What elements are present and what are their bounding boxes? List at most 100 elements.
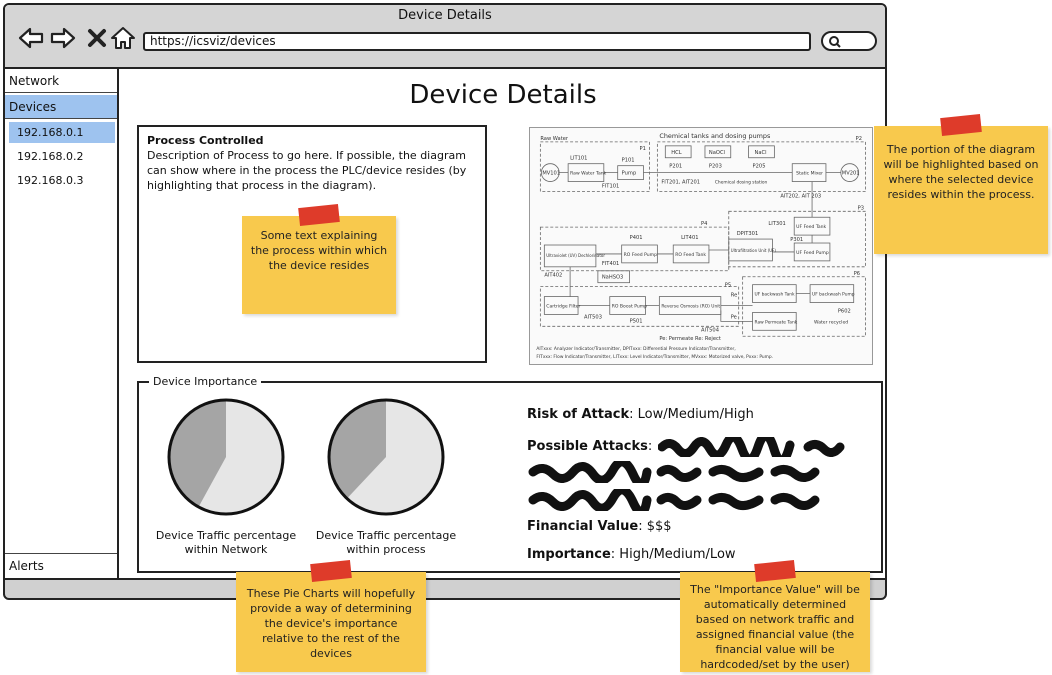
device-list-item[interactable]: 192.168.0.1 [9, 122, 115, 143]
note-text: These Pie Charts will hopefully provide … [246, 587, 416, 660]
diagram-label: P401 [630, 235, 643, 241]
process-panel: Process Controlled Description of Proces… [137, 125, 487, 363]
diagram-label: Chemical dosing station [715, 180, 768, 186]
importance-row: Importance: High/Medium/Low [527, 545, 867, 573]
note-text: The portion of the diagram will be highl… [883, 143, 1039, 201]
diagram-label: UF Feed Tank [796, 224, 826, 230]
tape [298, 203, 340, 227]
diagram-label: Static Mixer [796, 171, 823, 177]
diagram-label: Raw Water Tank [570, 171, 607, 177]
diagram-label: Pe [731, 314, 737, 320]
financial-value: : $$$ [638, 519, 672, 534]
diagram-label: P5 [725, 283, 731, 289]
diagram-label: Ultraviolet (UV) Dechlorinator [546, 253, 605, 258]
device-list-item[interactable]: 192.168.0.3 [17, 174, 84, 187]
diagram-label: P6 [854, 271, 860, 277]
financial-label: Financial Value [527, 519, 639, 534]
diagram-label: RO Feed Tank [675, 252, 706, 258]
pie-slice-share [168, 400, 226, 507]
sticky-note-importance: The "Importance Value" will be automatic… [680, 559, 870, 672]
diagram-label: P301 [790, 237, 803, 243]
tape [940, 113, 982, 137]
sidebar-item-network[interactable]: Network [5, 69, 117, 93]
browser-titlebar: Device Details https://icsviz/devices [5, 5, 885, 69]
browser-window: Device Details https://icsviz/devices Ne… [3, 3, 887, 599]
search-icon [829, 36, 841, 48]
note-text: The "Importance Value" will be automatic… [690, 583, 860, 671]
diagram-label: UF backwash Tank [755, 292, 795, 298]
diagram-label: P2 [856, 136, 862, 142]
diagram-label: FIT401 [602, 261, 619, 267]
device-importance-legend: Device Importance [149, 375, 262, 388]
diagram-label: Water recycled [814, 319, 848, 325]
redacted-scribble [528, 485, 820, 517]
redacted-scribble [658, 437, 845, 457]
diagram-label: P203 [709, 164, 722, 170]
diagram-label: AIT504 [701, 327, 719, 333]
diagram-label: P4 [701, 221, 707, 227]
diagram-label: LIT301 [768, 221, 785, 227]
forward-arrow-icon[interactable] [49, 24, 77, 52]
search-input[interactable] [821, 31, 877, 51]
diagram-label: Raw Water [540, 136, 569, 142]
network-traffic-pie [167, 398, 285, 516]
diagram-label: FIT201, AIT201 [661, 180, 700, 186]
diagram-legend: AITxxx: Analyzer Indicator/Transmitter, … [536, 346, 735, 352]
back-arrow-icon[interactable] [17, 24, 45, 52]
importance-label: Importance [527, 547, 611, 562]
sticky-note-diagram: The portion of the diagram will be highl… [874, 113, 1048, 254]
diagram-label: P101 [622, 158, 635, 164]
page-title: Device Details [409, 80, 597, 110]
diagram-label: HCL [671, 150, 681, 156]
diagram-label: P201 [669, 164, 682, 170]
diagram-label: NaOCl [709, 150, 725, 156]
diagram-label: P1 [640, 146, 646, 152]
diagram-label: UF backwash Pump [812, 292, 855, 298]
process-description: Description of Process to go here. If po… [147, 149, 467, 192]
home-icon[interactable] [109, 24, 137, 52]
possible-attacks-continued [527, 457, 867, 489]
process-traffic-pie [327, 398, 445, 516]
diagram-label: Pe: Permeate Re: Reject [659, 336, 721, 342]
risk-label: Risk of Attack [527, 407, 630, 422]
process-heading: Process Controlled [147, 134, 264, 147]
device-importance-panel: Device Importance Device Traffic percent… [137, 375, 883, 573]
diagram-label: NaHSO3 [602, 275, 623, 281]
diagram-label: P205 [753, 164, 766, 170]
diagram-label: MV101 [542, 171, 560, 177]
pie-outline [167, 398, 285, 516]
diagram-label: AIT402 [544, 273, 562, 279]
sidebar: Network Devices 192.168.0.1 192.168.0.2 … [5, 69, 119, 581]
diagram-label: Cartridge Filter [546, 303, 580, 309]
pie-caption-network: Device Traffic percentage within Network [155, 529, 297, 556]
financial-value-row: Financial Value: $$$ [527, 517, 867, 545]
diagram-label: AIT202, AIT 203 [780, 193, 821, 199]
pie-slice-share [329, 400, 386, 499]
diagram-label: P501 [630, 318, 643, 324]
risk-of-attack-row: Risk of Attack: Low/Medium/High [527, 405, 867, 433]
tape [310, 559, 352, 583]
diagram-label: NaCl [755, 150, 767, 156]
diagram-label: P3 [858, 205, 864, 211]
diagram-label: LIT101 [570, 156, 587, 162]
diagram-label: RO Feed Pump [624, 252, 657, 258]
sticky-note-process: Some text explaining the process within … [242, 203, 396, 314]
process-diagram: Chemical tanks and dosing pumps Raw Wate… [529, 127, 873, 365]
url-input[interactable]: https://icsviz/devices [143, 32, 811, 51]
possible-attacks-row: Possible Attacks: [527, 433, 867, 461]
close-x-icon[interactable] [83, 24, 111, 52]
diagram-label: Raw Permeate Tank [755, 319, 798, 325]
diagram-label: RO Boost Pump [612, 303, 647, 309]
pie-caption-process: Device Traffic percentage within process [315, 529, 457, 556]
diagram-legend: FITxxx: Flow Indicator/Transmitter, LITx… [536, 354, 773, 360]
redacted-scribble [528, 457, 820, 489]
sticky-note-pie: These Pie Charts will hopefully provide … [236, 559, 426, 672]
device-list-item[interactable]: 192.168.0.2 [17, 150, 84, 163]
diagram-label: UF Feed Pump [796, 250, 829, 256]
importance-value: : High/Medium/Low [610, 547, 736, 562]
device-stats: Risk of Attack: Low/Medium/High Possible… [527, 405, 867, 573]
sidebar-item-devices[interactable]: Devices [5, 95, 117, 119]
attacks-label: Possible Attacks [527, 439, 648, 454]
sidebar-item-alerts[interactable]: Alerts [5, 553, 117, 577]
diagram-label: Pump [622, 171, 637, 177]
